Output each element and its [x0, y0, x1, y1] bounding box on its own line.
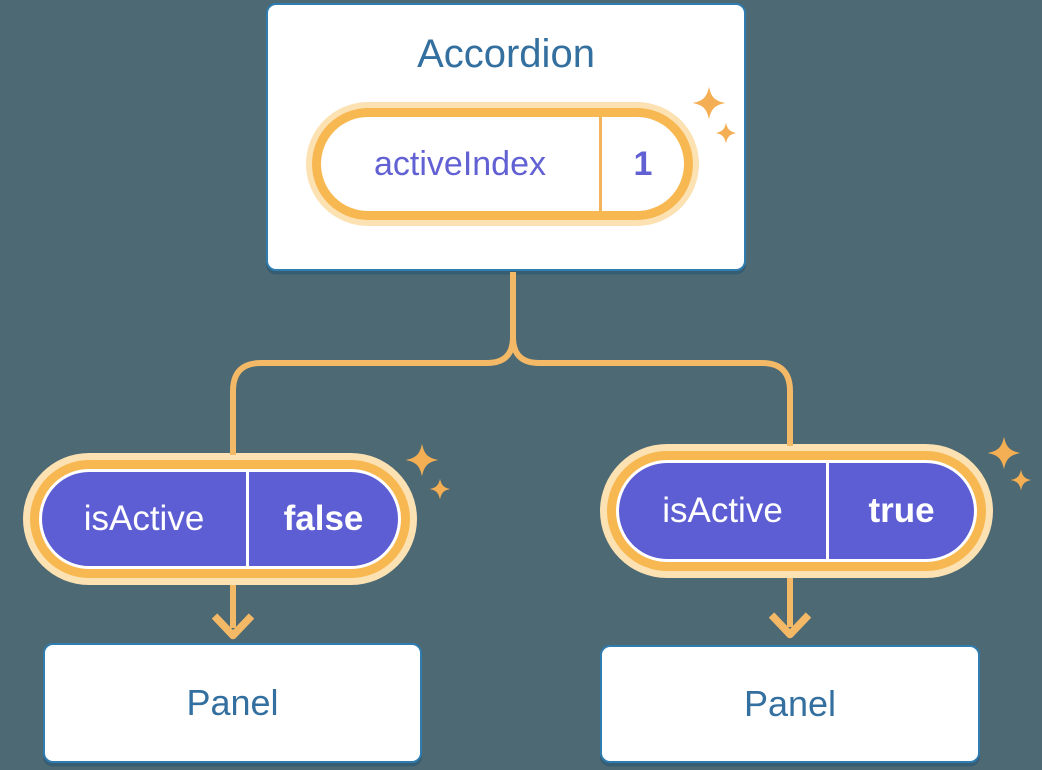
connector-left-branch	[230, 272, 516, 455]
is-active-pill-left: isActive false	[23, 453, 417, 585]
panel-node-card-left: Panel	[43, 643, 422, 763]
is-active-value-right: true	[826, 463, 974, 559]
active-index-label: activeIndex	[374, 144, 546, 183]
panel-label-left: Panel	[186, 682, 279, 723]
pill-ring: isActive false	[30, 460, 410, 578]
active-index-state-pill: activeIndex 1	[306, 102, 699, 226]
active-index-value: 1	[599, 117, 684, 211]
pill-ring: isActive true	[607, 451, 986, 571]
accordion-node-card: Accordion activeIndex 1	[266, 3, 746, 271]
panel-node-card-right: Panel	[600, 645, 980, 763]
connector-right-branch	[510, 272, 793, 446]
is-active-label-right: isActive	[662, 491, 783, 530]
is-active-value-left: false	[246, 472, 398, 566]
is-active-pill-right: isActive true	[600, 444, 993, 578]
sparkle-icon	[987, 436, 1032, 491]
arrow-left-head	[211, 613, 255, 640]
arrow-right-head	[768, 612, 812, 639]
pill-body: isActive true	[616, 460, 977, 562]
accordion-title: Accordion	[417, 32, 595, 76]
pill-ring: activeIndex 1	[312, 108, 693, 220]
pill-body: isActive false	[39, 469, 401, 569]
sparkle-icon	[405, 443, 451, 500]
pill-body: activeIndex 1	[321, 117, 684, 211]
panel-label-right: Panel	[743, 683, 837, 724]
is-active-label-left: isActive	[83, 499, 205, 538]
